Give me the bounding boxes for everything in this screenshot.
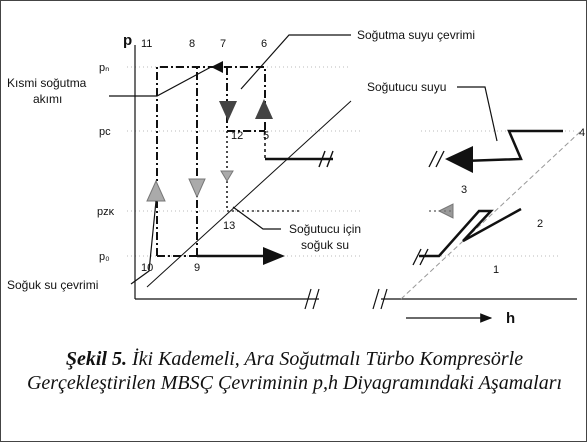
cycle-paths	[156, 66, 266, 257]
figure-caption: Şekil 5. İki Kademeli, Ara Soğutmalı Tür…	[19, 347, 570, 395]
rbreak-4	[435, 150, 445, 168]
axis-break-3	[372, 288, 380, 310]
state-6: 6	[261, 38, 267, 50]
axis-break-4	[380, 288, 388, 310]
state-3: 3	[461, 184, 467, 196]
label-p0: p₀	[99, 251, 110, 263]
annot-chilled-water-1: Soğutucu için	[289, 222, 361, 236]
annot-chilled-water-2: soğuk su	[301, 238, 349, 252]
caption-text: İki Kademeli, Ara Soğutmalı Türbo Kompre…	[26, 348, 563, 394]
rbreak-2	[419, 248, 429, 266]
axis-break-1	[304, 288, 312, 310]
h-axis-label: h	[506, 310, 515, 327]
p-axis-label: p	[123, 32, 132, 49]
label-pn: pₙ	[99, 62, 110, 74]
state-12: 12	[231, 130, 243, 142]
state-4: 4	[579, 127, 585, 139]
annot-cooling-water-cycle: Soğutma suyu çevrimi	[357, 28, 475, 42]
label-pzk: pᴢᴋ	[97, 206, 115, 218]
state-5: 5	[263, 130, 269, 142]
state-1: 1	[493, 264, 499, 276]
state-8: 8	[189, 38, 195, 50]
state-13: 13	[223, 220, 235, 232]
state-2: 2	[537, 218, 543, 230]
annot-partial-cooling-2: akımı	[33, 92, 62, 106]
state-11: 11	[141, 38, 152, 50]
state-10: 10	[141, 262, 153, 274]
refrigerant-cycle	[419, 129, 563, 258]
refrigerant-arrow	[445, 146, 473, 173]
flow-triangles	[146, 99, 454, 219]
state-7: 7	[220, 38, 226, 50]
rbreak-1	[412, 248, 422, 266]
label-pc: pᴄ	[99, 126, 111, 138]
leader-lines	[109, 34, 498, 285]
axis-break-2	[312, 288, 320, 310]
annot-cold-water-cycle: Soğuk su çevrimi	[7, 278, 98, 292]
caption-head: Şekil 5.	[65, 348, 127, 370]
pc-break-1	[318, 150, 326, 168]
rbreak-3	[428, 150, 438, 168]
saturation-line-right	[400, 130, 582, 300]
pc-break-2	[326, 150, 334, 168]
pn-arrow	[211, 61, 223, 73]
saturation-line	[146, 100, 352, 288]
cold-water-arrow	[263, 247, 285, 265]
annot-partial-cooling-1: Kısmi soğutma	[7, 76, 87, 90]
annot-refrigerant-water: Soğutucu suyu	[367, 80, 446, 94]
state-9: 9	[194, 262, 200, 274]
